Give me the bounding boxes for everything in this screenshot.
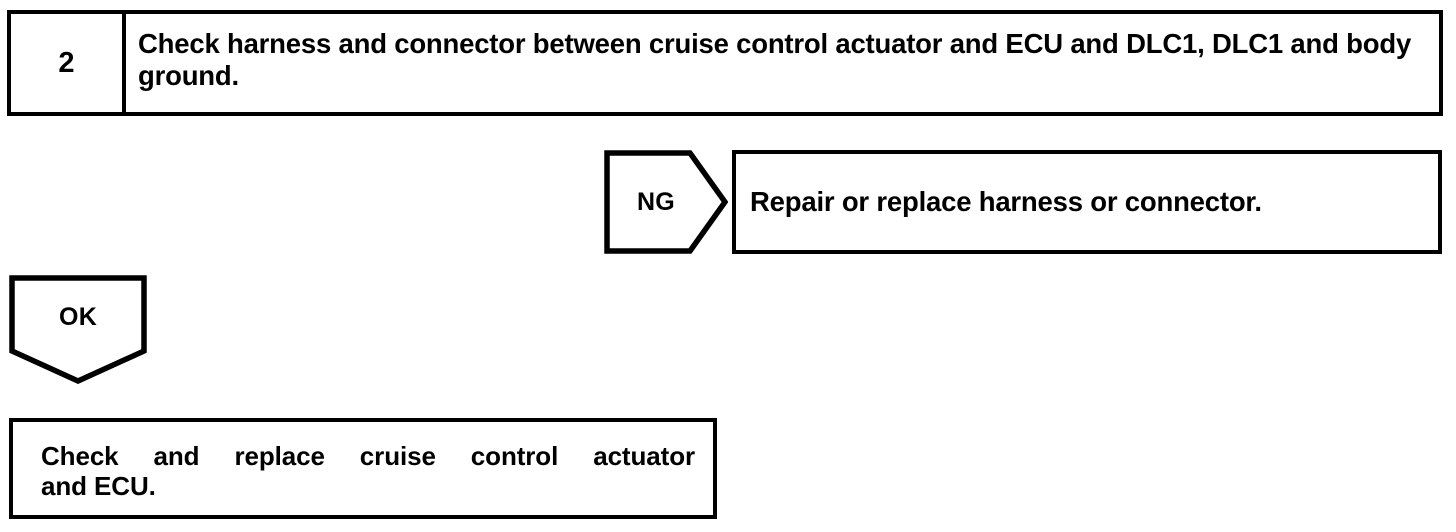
step-number: 2	[58, 46, 75, 79]
ok-result-text: Check and replace cruise control actuato…	[41, 441, 695, 502]
ok-result-box: Check and replace cruise control actuato…	[9, 418, 717, 519]
ng-branch-label: NG	[637, 187, 675, 216]
ng-result-box: Repair or replace harness or connector.	[732, 150, 1442, 254]
ng-branch-arrow: NG	[604, 150, 728, 254]
ok-result-line-1: Check and replace cruise control actuato…	[41, 441, 695, 471]
ok-result-line-2: and ECU.	[41, 471, 156, 502]
step-instruction-text: Check harness and connector between crui…	[138, 28, 1429, 92]
ok-branch-label: OK	[59, 302, 97, 331]
step-instruction-box: 2 Check harness and connector between cr…	[7, 10, 1443, 116]
ok-branch-arrow: OK	[9, 275, 147, 384]
step-number-cell: 2	[11, 14, 126, 112]
ok-arrow-shape	[9, 275, 147, 384]
step-instruction-text-cell: Check harness and connector between crui…	[126, 14, 1439, 112]
step-instruction-line-1: Check harness and connector between crui…	[138, 28, 1119, 59]
step-instruction-line-2: DLC1, DLC1 and body ground.	[138, 28, 1412, 92]
ng-arrow-shape	[604, 150, 728, 254]
ng-result-text: Repair or replace harness or connector.	[750, 186, 1262, 218]
